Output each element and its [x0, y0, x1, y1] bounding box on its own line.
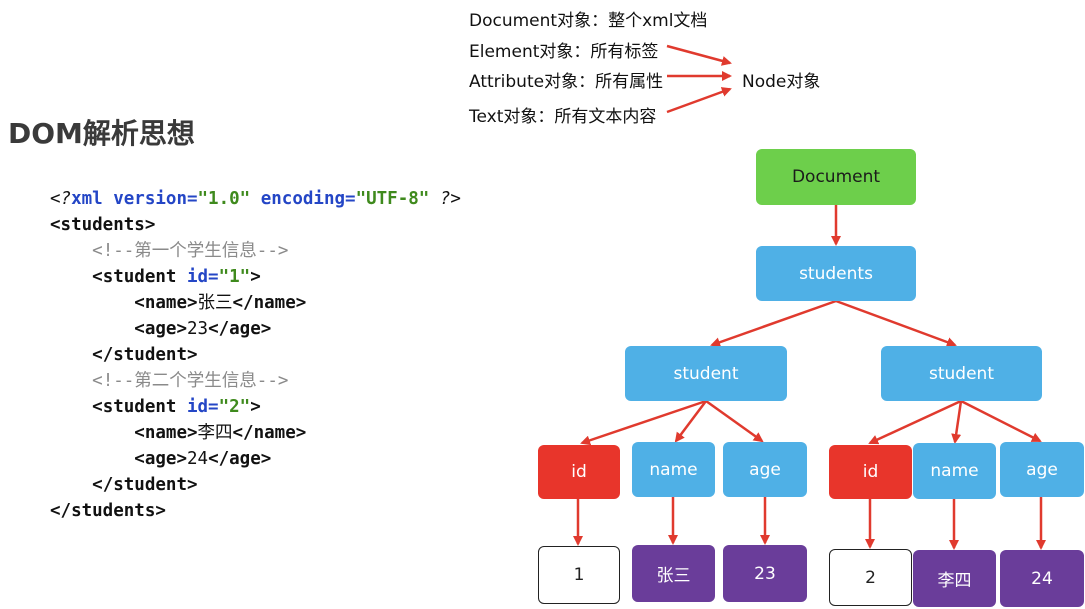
age-2-open-tag: <age>: [134, 449, 187, 469]
age-text-node-2: 24: [1000, 550, 1084, 607]
comment-student-1: <!--第一个学生信息-->: [92, 241, 289, 261]
student-node-2: student: [881, 346, 1042, 401]
student-2-id-value: "2": [218, 397, 251, 417]
name-text-node-2: 李四: [913, 550, 996, 607]
name-node-2: name: [913, 443, 996, 499]
student-1-id-value: "1": [218, 267, 251, 287]
legend-text: Text对象：所有文本内容: [469, 107, 657, 127]
code-line-13: </students>: [50, 498, 461, 524]
legend-node: Node对象: [742, 72, 821, 92]
students-close-tag: </students>: [50, 501, 166, 521]
arrow-students-student2: [835, 299, 957, 347]
legend-arrow-element: [666, 44, 732, 66]
code-line-6: <age>23</age>: [50, 316, 461, 342]
student-1-id-attr: id=: [176, 267, 219, 287]
age-2-text: 24: [186, 449, 209, 469]
students-node: students: [756, 246, 916, 301]
legend-document: Document对象：整个xml文档: [469, 11, 708, 31]
name-node-1: name: [632, 442, 715, 497]
student-2-close-tag: </student>: [92, 475, 198, 495]
xml-pi-name: xml: [71, 189, 103, 209]
legend-element: Element对象：所有标签: [469, 42, 659, 62]
xml-version-value: "1.0": [197, 189, 251, 209]
code-line-8: <!--第二个学生信息-->: [50, 368, 461, 394]
student-1-open-tag: <student: [92, 267, 177, 287]
age-text-node-1: 23: [723, 545, 807, 602]
code-line-4: <student id="1">: [50, 264, 461, 290]
name-2-text: 李四: [197, 423, 233, 443]
name-2-close-tag: </name>: [232, 423, 307, 443]
code-line-1: <?xml version="1.0" encoding="UTF-8" ?>: [50, 186, 461, 212]
arrow-student2-name: [951, 400, 963, 444]
student-1-close-tag: </student>: [92, 345, 198, 365]
xml-code-block: <?xml version="1.0" encoding="UTF-8" ?> …: [50, 186, 461, 524]
age-node-1: age: [723, 442, 807, 497]
page-title: DOM解析思想: [8, 117, 195, 150]
student-2-id-attr: id=: [176, 397, 219, 417]
code-line-3: <!--第一个学生信息-->: [50, 238, 461, 264]
student-2-open-tag: <student: [92, 397, 177, 417]
document-node: Document: [756, 149, 916, 205]
name-1-text: 张三: [197, 293, 233, 313]
code-line-11: <age>24</age>: [50, 446, 461, 472]
arrow-student2-age: [960, 399, 1042, 443]
student-node-1: student: [625, 346, 787, 401]
code-line-2: <students>: [50, 212, 461, 238]
id-value-node-2: 2: [829, 549, 912, 606]
xml-encoding-value: "UTF-8": [355, 189, 430, 209]
age-2-close-tag: </age>: [208, 449, 272, 469]
arrow-student2-id: [868, 399, 962, 445]
legend-arrow-text: [666, 87, 732, 114]
code-line-7: </student>: [50, 342, 461, 368]
name-2-open-tag: <name>: [134, 423, 198, 443]
xml-encoding-attr: encoding=: [250, 189, 356, 209]
arrow-student1-age: [705, 399, 764, 443]
name-1-close-tag: </name>: [232, 293, 307, 313]
name-1-open-tag: <name>: [134, 293, 198, 313]
code-line-12: </student>: [50, 472, 461, 498]
arrow-student1-id: [580, 399, 707, 446]
id-attribute-node-2: id: [829, 445, 912, 499]
students-open-tag: <students>: [50, 215, 156, 235]
legend-attribute: Attribute对象：所有属性: [469, 72, 664, 92]
student-2-open-tag-close: >: [250, 397, 261, 417]
xml-pi-close: ?>: [429, 189, 461, 209]
age-1-open-tag: <age>: [134, 319, 187, 339]
age-1-text: 23: [186, 319, 209, 339]
xml-pi-open: <?: [50, 189, 72, 209]
id-attribute-node-1: id: [538, 445, 620, 499]
comment-student-2: <!--第二个学生信息-->: [92, 371, 289, 391]
age-node-2: age: [1000, 442, 1084, 497]
name-text-node-1: 张三: [632, 545, 715, 602]
code-line-10: <name>李四</name>: [50, 420, 461, 446]
arrow-students-student1: [710, 299, 837, 348]
age-1-close-tag: </age>: [208, 319, 272, 339]
arrow-student1-name: [674, 400, 707, 443]
code-line-5: <name>张三</name>: [50, 290, 461, 316]
code-line-9: <student id="2">: [50, 394, 461, 420]
xml-version-attr: version=: [102, 189, 198, 209]
student-1-open-tag-close: >: [250, 267, 261, 287]
id-value-node-1: 1: [538, 546, 620, 604]
